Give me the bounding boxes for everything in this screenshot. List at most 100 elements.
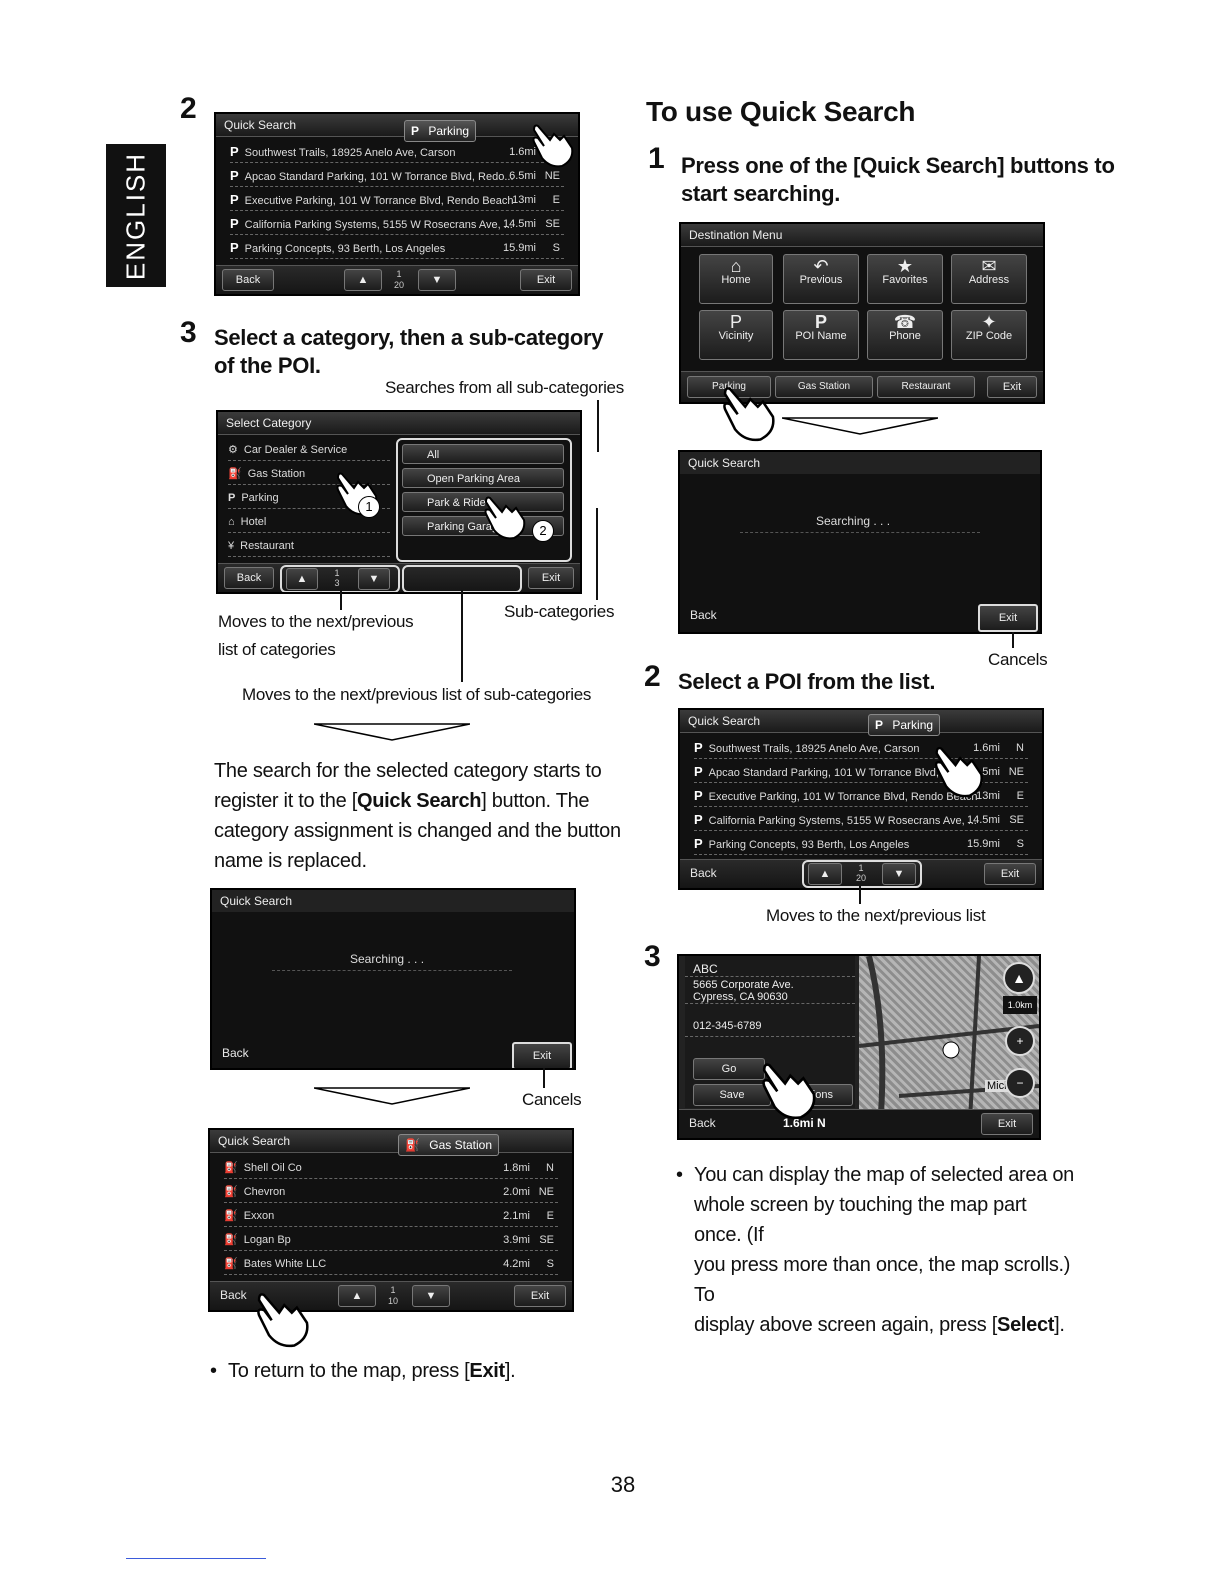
exit-button[interactable]: Exit (512, 1042, 572, 1068)
subcategory-item[interactable]: Park & Ride (402, 492, 564, 512)
caption-moves-categories: Moves to the next/previous (218, 612, 414, 631)
go-button[interactable]: Go (693, 1058, 765, 1080)
page-up-button[interactable]: ▲ (808, 863, 842, 885)
category-item[interactable]: ⚙Car Dealer & Service (228, 440, 390, 461)
caption-moves-categories-2: list of categories (218, 640, 336, 659)
home-button[interactable]: ⌂Home (699, 254, 773, 304)
zip-code-button[interactable]: ✦ZIP Code (951, 310, 1027, 360)
quick-search-restaurant-button[interactable]: Restaurant (877, 376, 975, 398)
back-button[interactable]: Back (220, 1288, 247, 1302)
pointing-hand-icon (934, 746, 983, 798)
searching-screen: Quick Search Searching . . . Back Exit (678, 450, 1042, 634)
zoom-out-icon[interactable]: − (1005, 1068, 1035, 1098)
poi-detail-screen: Michigan ▲ 1.0km + − ABC 5665 Corporate … (677, 954, 1041, 1140)
step-1-instruction: Press one of the [Quick Search] buttons … (681, 153, 1115, 206)
gas-station-icon: ⛽ (224, 1234, 238, 1246)
exit-button[interactable]: Exit (981, 1113, 1033, 1135)
category-badge[interactable]: ⛽ Gas Station (398, 1134, 499, 1156)
restaurant-icon: ¥ (228, 540, 235, 552)
page-down-button[interactable]: ▼ (358, 568, 390, 590)
page-up-button[interactable]: ▲ (338, 1285, 376, 1307)
quick-search-gas-button[interactable]: Gas Station (775, 376, 873, 398)
hotel-icon: ⌂ (228, 516, 235, 528)
exit-button[interactable]: Exit (984, 863, 1036, 885)
address-button[interactable]: ✉Address (951, 254, 1027, 304)
exit-button[interactable]: Exit (514, 1285, 566, 1307)
favorites-button[interactable]: ★Favorites (867, 254, 943, 304)
searching-status: Searching . . . (816, 514, 891, 528)
back-button[interactable]: Back (690, 608, 717, 622)
back-button[interactable]: Back (222, 269, 274, 291)
callout-line (543, 1068, 545, 1088)
flow-arrow-icon (314, 1087, 470, 1105)
exit-button[interactable]: Exit (528, 567, 574, 589)
progress-divider (272, 970, 512, 971)
gas-station-icon: ⛽ (224, 1210, 238, 1222)
searching-status: Searching . . . (350, 952, 425, 966)
subcategory-item[interactable]: Open Parking Area (402, 468, 564, 488)
category-item[interactable]: ⛽Gas Station (228, 464, 390, 485)
category-badge[interactable]: P Parking (404, 120, 477, 142)
exit-button[interactable]: Exit (978, 604, 1038, 632)
zip-icon: ✦ (981, 312, 997, 332)
page-up-button[interactable]: ▲ (344, 269, 382, 291)
pointing-hand-icon (762, 1063, 816, 1120)
page-down-button[interactable]: ▼ (882, 863, 916, 885)
category-item[interactable]: ¥Restaurant (228, 536, 390, 557)
parking-icon: P (411, 124, 420, 138)
step-3-number: 3 (644, 940, 661, 973)
section-heading: To use Quick Search (646, 96, 916, 127)
back-button[interactable]: Back (689, 1116, 716, 1130)
flow-arrow-icon (782, 417, 938, 435)
exit-button[interactable]: Exit (520, 269, 572, 291)
previous-button[interactable]: ↶Previous (783, 254, 859, 304)
exit-button[interactable]: Exit (987, 376, 1037, 398)
caption-all-subcategories: Searches from all sub-categories (385, 378, 624, 397)
back-button[interactable]: Back (224, 567, 274, 589)
pointing-hand-icon (484, 496, 526, 540)
footer-rule (126, 1558, 266, 1559)
quick-search-gas-screen: Quick Search ⛽ Gas Station ⛽Shell Oil Co… (208, 1128, 574, 1312)
subcategory-item[interactable]: All (402, 444, 564, 464)
subcategory-pager[interactable] (402, 565, 522, 592)
page-up-button[interactable]: ▲ (286, 568, 318, 590)
parking-icon: P (228, 492, 236, 504)
compass-icon[interactable]: ▲ (1003, 962, 1035, 994)
previous-icon: ↶ (813, 256, 829, 276)
category-badge[interactable]: P Parking (868, 714, 941, 736)
screen-bottom-bar: Parking Gas Station Restaurant Exit (681, 371, 1043, 402)
page-down-button[interactable]: ▼ (418, 269, 456, 291)
page-down-button[interactable]: ▼ (412, 1285, 450, 1307)
map-scale: 1.0km (1003, 996, 1037, 1014)
callout-line (1012, 632, 1014, 648)
back-button[interactable]: Back (222, 1046, 249, 1060)
back-button[interactable]: Back (690, 866, 717, 880)
category-item[interactable]: ⌂Hotel (228, 512, 390, 533)
screen-title: Quick Search (212, 890, 574, 912)
zoom-in-icon[interactable]: + (1005, 1026, 1035, 1056)
distance-readout: 1.6mi N (783, 1116, 826, 1130)
phone-button[interactable]: ☎Phone (867, 310, 943, 360)
step-marker-1: 1 (358, 496, 380, 518)
